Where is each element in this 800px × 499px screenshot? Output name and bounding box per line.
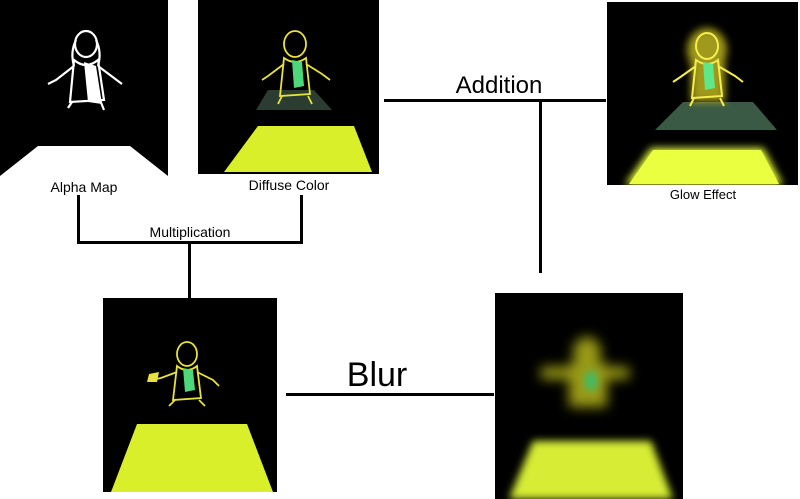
alpha-map-label: Alpha Map — [50, 179, 118, 195]
multiplication-bracket-line — [77, 241, 303, 244]
addition-label: Addition — [455, 72, 543, 99]
glow-effect-panel — [607, 2, 798, 185]
diffuse-down-line — [300, 195, 303, 244]
blur-line — [286, 393, 494, 396]
blur-label: Blur — [346, 356, 408, 394]
diffuse-color-image — [198, 0, 379, 174]
diffuse-color-label: Diffuse Color — [248, 177, 330, 193]
multiplication-result-image — [103, 298, 277, 492]
alpha-map-panel — [0, 0, 168, 176]
addition-vertical-line — [539, 100, 542, 273]
glow-effect-image — [607, 2, 798, 185]
alpha-map-image — [0, 0, 168, 176]
glow-effect-label: Glow Effect — [669, 187, 737, 202]
blur-result-panel — [495, 293, 683, 499]
addition-horizontal-line — [384, 99, 606, 102]
multiplication-stem-line — [188, 243, 191, 298]
multiplication-label: Multiplication — [149, 224, 231, 240]
multiplication-result-panel — [103, 298, 277, 492]
diffuse-color-panel — [198, 0, 379, 174]
blur-result-image — [495, 293, 683, 499]
alpha-map-down-line — [77, 195, 80, 244]
